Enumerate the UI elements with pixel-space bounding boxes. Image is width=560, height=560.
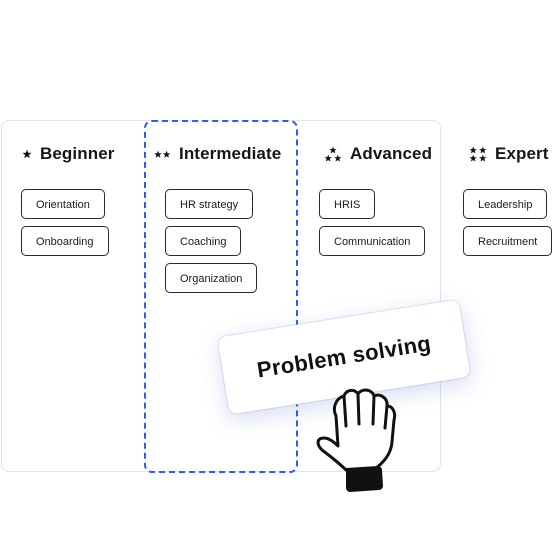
- column-title: Advanced: [350, 144, 433, 163]
- column-header: Intermediate: [154, 144, 281, 164]
- dragged-skill-label: Problem solving: [255, 330, 433, 383]
- skill-chip-leadership[interactable]: Leadership: [463, 189, 548, 219]
- one-star-icon: [22, 149, 32, 159]
- skill-chip-hris[interactable]: HRIS: [319, 189, 376, 219]
- drop-target-highlight: [144, 120, 298, 473]
- four-stars-icon: [469, 146, 487, 163]
- three-stars-icon: [324, 146, 342, 163]
- column-beginner[interactable]: Beginner Orientation Onboarding: [1, 120, 144, 472]
- skill-chip-hr-strategy[interactable]: HR strategy: [165, 189, 254, 219]
- skill-chip-orientation[interactable]: Orientation: [21, 189, 105, 219]
- column-header: Expert: [469, 144, 549, 164]
- column-title: Intermediate: [179, 144, 282, 163]
- skill-chip-coaching[interactable]: Coaching: [165, 226, 242, 256]
- column-expert[interactable]: Expert Leadership Recruitment: [441, 120, 560, 472]
- column-intermediate[interactable]: Intermediate HR strategy Coaching Organi…: [144, 120, 298, 473]
- skill-chip-onboarding[interactable]: Onboarding: [21, 226, 109, 256]
- column-advanced[interactable]: Advanced HRIS Communication: [298, 120, 441, 472]
- grab-hand-cursor-icon: [312, 380, 404, 498]
- two-stars-icon: [154, 150, 171, 159]
- column-header: Advanced: [324, 144, 432, 164]
- column-title: Beginner: [40, 144, 115, 163]
- column-header: Beginner: [22, 144, 114, 164]
- column-title: Expert: [495, 144, 549, 163]
- skill-chip-organization[interactable]: Organization: [165, 263, 258, 293]
- skill-chip-recruitment[interactable]: Recruitment: [463, 226, 553, 256]
- skill-chip-communication[interactable]: Communication: [319, 226, 426, 256]
